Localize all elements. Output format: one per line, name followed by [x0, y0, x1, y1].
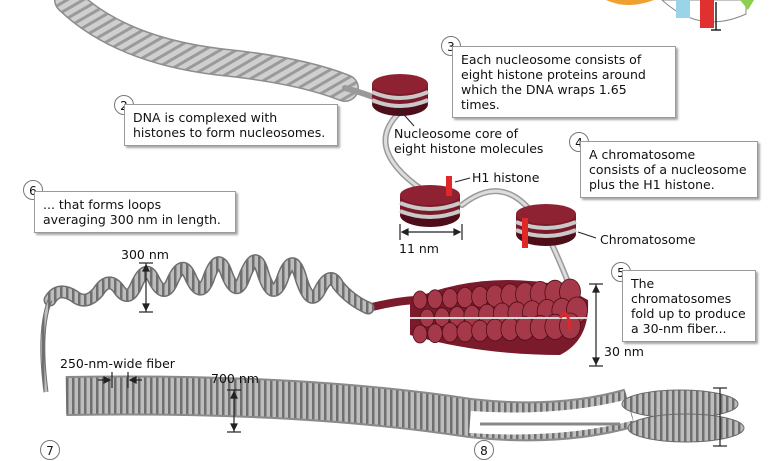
step-7-number: 7: [40, 440, 60, 460]
step-8-number: 8: [474, 440, 494, 460]
nm-300-label: 300 nm: [121, 247, 169, 262]
step-2-callout: DNA is complexed with histones to form n…: [124, 104, 338, 146]
fiber-nucleosome-disc: [427, 323, 443, 344]
nm-700-label: 700 nm: [211, 371, 259, 386]
fiber-nucleosome-disc: [441, 322, 459, 343]
solenoid-fiber: [367, 278, 589, 355]
chromatosome-disc: [515, 204, 577, 248]
fiber-nucleosome-disc: [441, 288, 459, 309]
fiber-nucleosome-disc: [412, 324, 428, 344]
nm-30-label: 30 nm: [604, 344, 644, 359]
h1-histone-label: H1 histone: [472, 170, 540, 185]
step-5-callout: The chromatosomes fold up to produce a 3…: [622, 270, 756, 342]
dimension-30nm: [589, 283, 603, 367]
step-6-callout: ... that forms loops averaging 300 nm in…: [34, 191, 236, 233]
nm-11-label: 11 nm: [399, 241, 439, 256]
fiber-nucleosome-disc: [412, 290, 428, 310]
dimension-11nm: [399, 224, 463, 240]
linker-dna: [342, 85, 578, 303]
dimension-250nm: [98, 372, 142, 388]
chromatin-diagram: 2 DNA is complexed with histones to form…: [23, 0, 758, 460]
step-4-callout: A chromatosome consists of a nucleosome …: [580, 141, 758, 198]
chromatosome-label: Chromatosome: [600, 232, 696, 247]
chromosome-corner: [606, 0, 754, 31]
fiber-nucleosome-disc: [456, 320, 474, 343]
nucleosome: [371, 74, 429, 116]
fiber-nucleosome-disc: [456, 286, 474, 309]
diagram-artwork: [40, 0, 754, 447]
fiber-nucleosome-disc: [427, 289, 443, 310]
fiber-250-label: 250-nm-wide fiber: [60, 356, 175, 371]
nucleosome-core-label: Nucleosome core of eight histone molecul…: [394, 126, 544, 156]
condensed-chromatid: [621, 389, 745, 443]
nucleosome-h1: [399, 176, 461, 227]
dimension-300nm: [139, 262, 153, 313]
step-3-callout: Each nucleosome consists of eight histon…: [452, 46, 676, 118]
dimension-700nm: [227, 389, 241, 433]
